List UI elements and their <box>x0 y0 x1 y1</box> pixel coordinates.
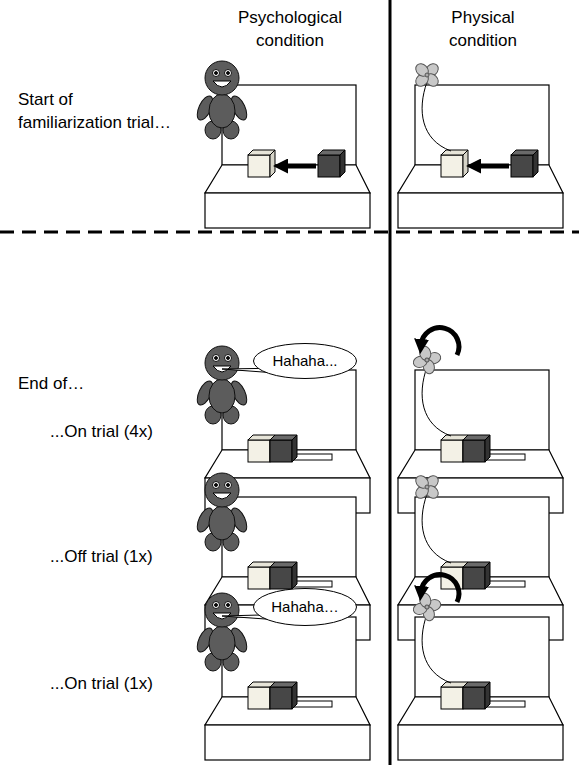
puppet-scene <box>194 61 370 228</box>
clover-scene <box>398 473 563 640</box>
caption-text: ...On trial (1x) <box>50 672 153 695</box>
speech-text: Hahaha… <box>271 598 339 616</box>
bubble-ellipse <box>254 589 357 626</box>
clover-scene <box>398 575 563 760</box>
clover-scene <box>398 328 563 513</box>
bubble-ellipse <box>254 344 357 379</box>
caption-text: Start of familiarization trial… <box>18 88 178 134</box>
caption-text: ...On trial (4x) <box>50 420 153 443</box>
caption-text: Physical condition <box>418 6 548 52</box>
row-divider <box>0 231 579 234</box>
column-divider <box>389 0 392 765</box>
clover-scene <box>398 61 563 228</box>
caption-text: ...Off trial (1x) <box>50 545 153 568</box>
speech-text: Hahaha... <box>272 352 337 370</box>
speech-bubble: Hahaha... <box>253 343 357 379</box>
caption-text: End of… <box>18 372 84 395</box>
speech-bubble: Hahaha… <box>253 588 357 626</box>
caption-text: Psychological condition <box>225 6 355 52</box>
